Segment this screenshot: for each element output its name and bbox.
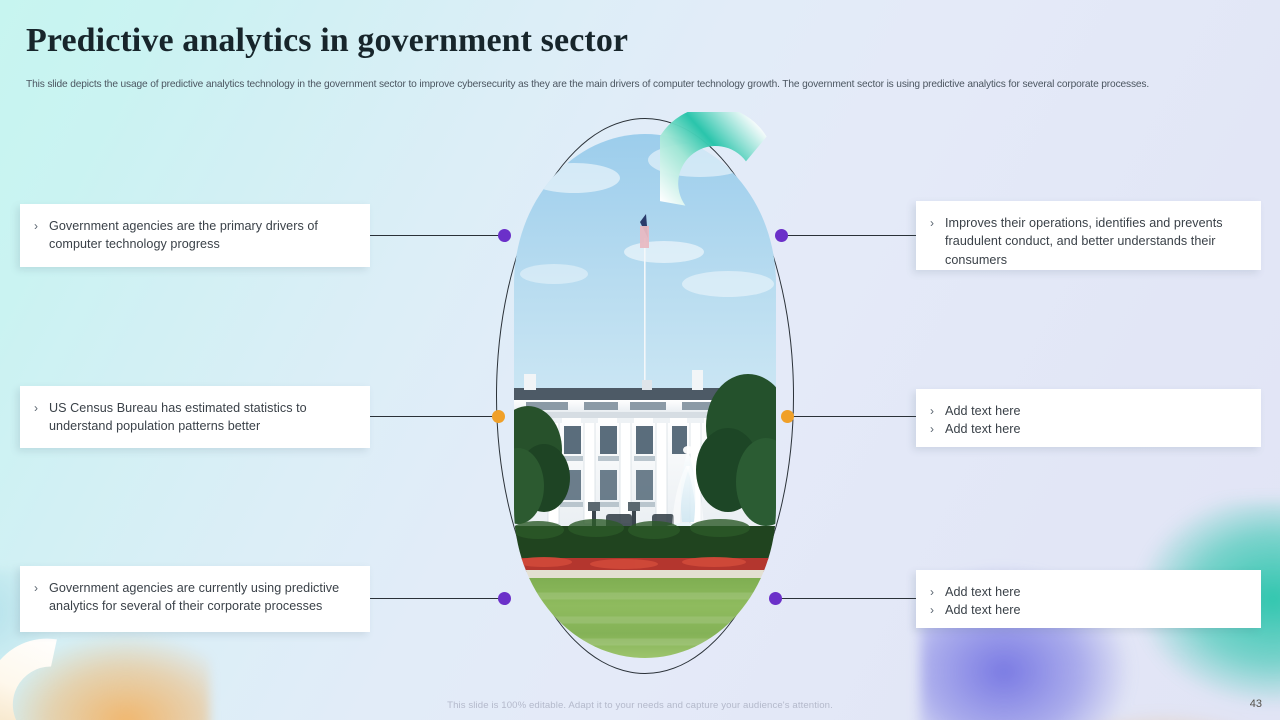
bullet-text: Add text here xyxy=(945,404,1021,418)
bullet-text: Improves their operations, identifies an… xyxy=(945,216,1223,267)
list-item: › Add text here xyxy=(928,601,1245,619)
info-card-left-1[interactable]: › Government agencies are the primary dr… xyxy=(20,204,370,267)
list-item: › US Census Bureau has estimated statist… xyxy=(32,399,354,436)
chevron-right-icon: › xyxy=(34,401,38,415)
page-title: Predictive analytics in government secto… xyxy=(26,22,629,59)
connector-dot-left-bottom xyxy=(498,592,511,605)
list-item: › Government agencies are the primary dr… xyxy=(32,217,354,254)
info-card-left-3[interactable]: › Government agencies are currently usin… xyxy=(20,566,370,632)
chevron-right-icon: › xyxy=(34,219,38,233)
connector-line-left-mid xyxy=(368,416,502,418)
list-item: › Improves their operations, identifies … xyxy=(928,214,1245,269)
info-card-right-1[interactable]: › Improves their operations, identifies … xyxy=(916,201,1261,270)
bullet-text: Government agencies are the primary driv… xyxy=(49,219,318,252)
chevron-right-icon: › xyxy=(930,216,934,230)
chevron-right-icon: › xyxy=(930,585,934,599)
white-house-photo xyxy=(514,134,776,658)
list-item: › Add text here xyxy=(928,420,1245,438)
chevron-right-icon: › xyxy=(930,422,934,437)
connector-dot-left-top xyxy=(498,229,511,242)
bullet-text: US Census Bureau has estimated statistic… xyxy=(49,401,307,434)
connector-dot-right-top xyxy=(775,229,788,242)
info-card-left-2[interactable]: › US Census Bureau has estimated statist… xyxy=(20,386,370,448)
connector-line-right-bottom xyxy=(778,598,918,600)
bullet-text: Add text here xyxy=(945,422,1021,437)
bullet-text: Add text here xyxy=(945,585,1021,599)
connector-line-left-bottom xyxy=(368,598,508,600)
connector-line-right-top xyxy=(782,235,918,237)
connector-dot-right-mid xyxy=(781,410,794,423)
info-card-right-3[interactable]: › Add text here › Add text here xyxy=(916,570,1261,628)
page-number: 43 xyxy=(1249,698,1262,710)
connector-line-left-top xyxy=(368,235,508,237)
connector-dot-right-bottom xyxy=(769,592,782,605)
chevron-right-icon: › xyxy=(930,603,934,618)
chevron-right-icon: › xyxy=(930,404,934,418)
connector-line-right-mid xyxy=(788,416,918,418)
page-subtitle: This slide depicts the usage of predicti… xyxy=(26,79,1150,90)
bullet-text: Government agencies are currently using … xyxy=(49,581,340,614)
center-oval-group xyxy=(496,118,794,674)
info-card-right-2[interactable]: › Add text here › Add text here xyxy=(916,389,1261,447)
connector-dot-left-mid xyxy=(492,410,505,423)
oval-outline xyxy=(496,118,794,674)
list-item: › Add text here xyxy=(928,402,1245,420)
editable-note: This slide is 100% editable. Adapt it to… xyxy=(447,700,833,711)
chevron-right-icon: › xyxy=(34,581,38,595)
bullet-text: Add text here xyxy=(945,603,1021,618)
list-item: › Add text here xyxy=(928,583,1245,601)
list-item: › Government agencies are currently usin… xyxy=(32,579,354,616)
